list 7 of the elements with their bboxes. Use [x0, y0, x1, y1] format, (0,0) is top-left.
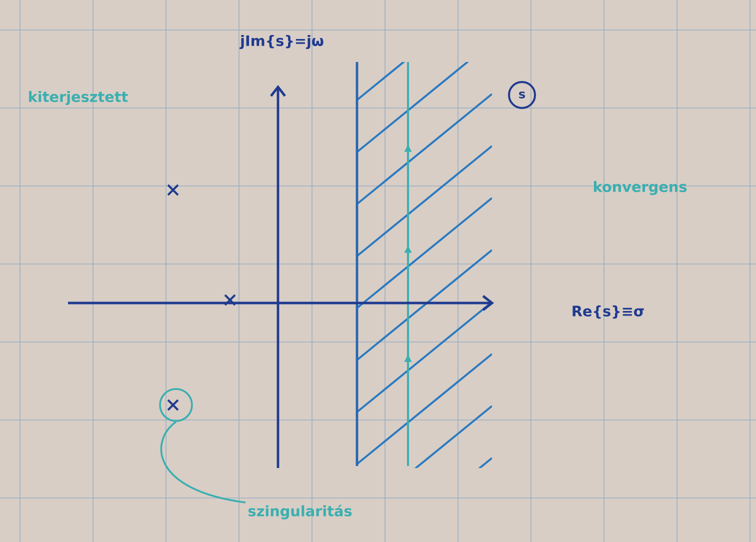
leader-line [160, 421, 246, 504]
annotation-text: szingularitás [248, 504, 352, 520]
region-label: konvergens [594, 181, 687, 196]
pole-circle [159, 388, 193, 422]
axis-label: jIm{s}=jω [240, 35, 324, 50]
axis-label: Re{s}≡σ [572, 305, 644, 319]
region-label: kiterjesztett [29, 91, 128, 106]
